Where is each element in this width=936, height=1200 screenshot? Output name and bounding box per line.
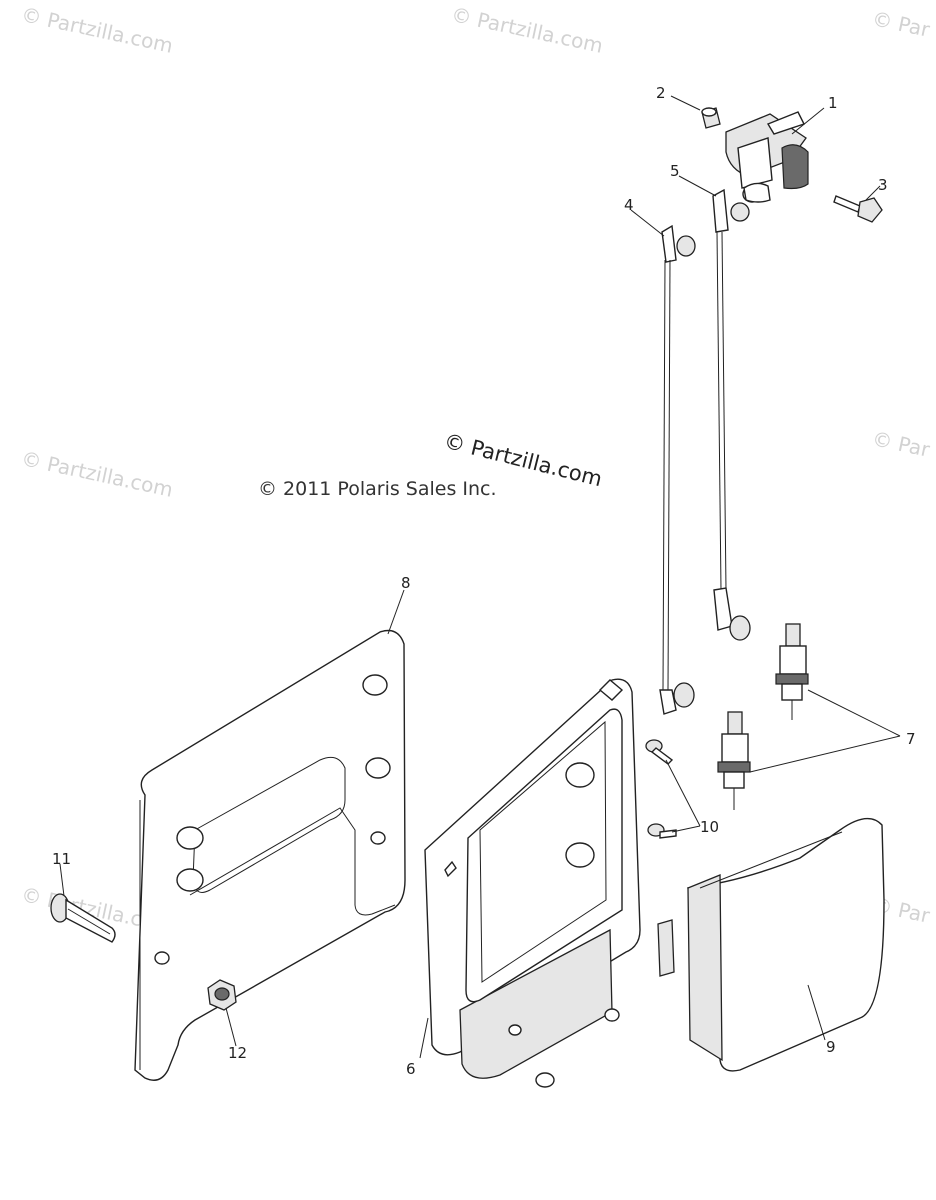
mounting-bracket-icon — [134, 629, 406, 1081]
cap-icon — [701, 107, 721, 129]
callout-9: 9 — [826, 1038, 836, 1056]
callout-1: 1 — [828, 94, 838, 112]
bolt-icon — [50, 893, 116, 943]
spark-plug-wire-icon — [712, 188, 751, 641]
callout-4: 4 — [624, 196, 634, 214]
ecu-module-icon — [424, 678, 641, 1088]
ecu-cover-icon — [657, 817, 885, 1072]
spark-plug-wire-icon — [659, 224, 696, 715]
callout-7: 7 — [906, 730, 916, 748]
screw-icon — [645, 739, 674, 765]
callout-5: 5 — [670, 162, 680, 180]
callout-11: 11 — [52, 850, 71, 868]
callout-12: 12 — [228, 1044, 247, 1062]
callout-8: 8 — [401, 574, 411, 592]
spark-plug-icon — [717, 711, 751, 810]
screw-icon — [647, 823, 677, 839]
callout-6: 6 — [406, 1060, 416, 1078]
ignition-coil-icon — [725, 111, 809, 203]
callout-3: 3 — [878, 176, 888, 194]
leader-lines — [59, 95, 901, 1059]
copyright-notice: © 2011 Polaris Sales Inc. — [258, 478, 497, 500]
callout-10: 10 — [700, 818, 719, 836]
screw-icon — [833, 195, 883, 223]
spark-plug-icon — [775, 623, 809, 720]
nut-icon — [207, 979, 237, 1011]
callout-labels: 1 2 3 4 5 6 7 8 9 10 11 12 — [52, 84, 916, 1078]
callout-2: 2 — [656, 84, 666, 102]
